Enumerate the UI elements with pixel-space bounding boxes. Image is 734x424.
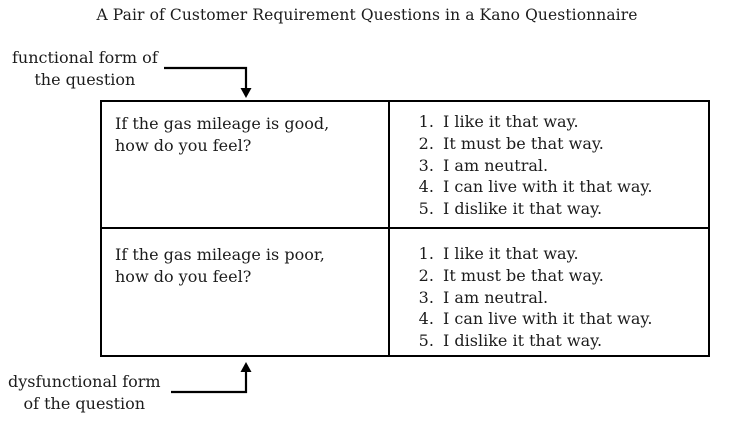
option-item: I like it that way. [439, 111, 708, 133]
option-item: It must be that way. [439, 265, 708, 287]
figure-title: A Pair of Customer Requirement Questions… [96, 6, 638, 24]
functional-options-list: I like it that way. It must be that way.… [390, 111, 708, 220]
functional-question-line1: If the gas mileage is good, [115, 114, 330, 133]
option-item: I dislike it that way. [439, 198, 708, 220]
dysfunctional-question-line2: how do you feel? [115, 266, 252, 286]
option-item: I am neutral. [439, 287, 708, 309]
dysfunctional-form-label: dysfunctional form of the question [8, 371, 161, 414]
functional-options-cell: I like it that way. It must be that way.… [390, 102, 708, 229]
option-item: It must be that way. [439, 133, 708, 155]
option-item: I am neutral. [439, 155, 708, 177]
dysfunctional-form-label-line2: of the question [23, 393, 146, 413]
functional-question-line2: how do you feel? [115, 135, 252, 155]
dysfunctional-arrow-icon [171, 362, 252, 394]
option-item: I can live with it that way. [439, 176, 708, 198]
functional-form-label-line1: functional form of [12, 48, 158, 67]
functional-form-label-line2: the question [34, 69, 136, 89]
dysfunctional-options-cell: I like it that way. It must be that way.… [390, 229, 708, 355]
dysfunctional-options-list: I like it that way. It must be that way.… [390, 243, 708, 352]
option-item: I can live with it that way. [439, 308, 708, 330]
dysfunctional-question-line1: If the gas mileage is poor, [115, 245, 325, 264]
kano-question-table: If the gas mileage is good, how do you f… [100, 100, 710, 357]
functional-form-label: functional form of the question [12, 47, 158, 90]
option-item: I like it that way. [439, 243, 708, 265]
functional-question-cell: If the gas mileage is good, how do you f… [102, 102, 390, 229]
dysfunctional-question-cell: If the gas mileage is poor, how do you f… [102, 229, 390, 355]
dysfunctional-form-label-line1: dysfunctional form [8, 372, 161, 391]
functional-arrow-icon [164, 66, 252, 98]
option-item: I dislike it that way. [439, 330, 708, 352]
